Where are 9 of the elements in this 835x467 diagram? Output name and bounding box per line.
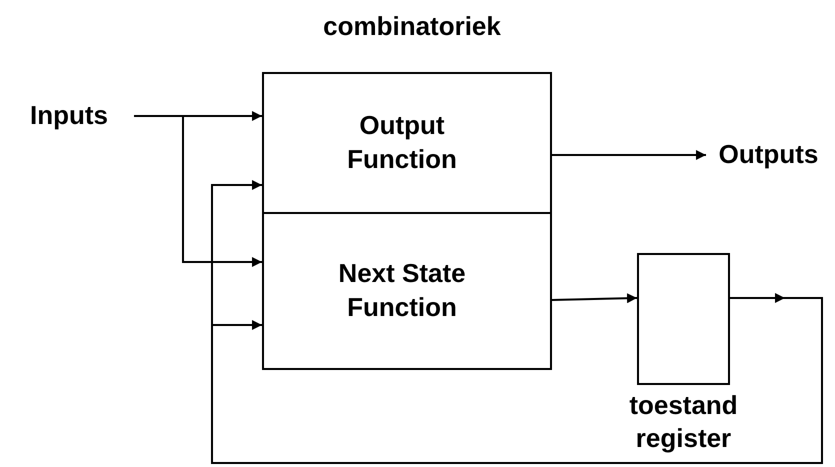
register-caption: toestand register — [628, 389, 739, 454]
block-title: combinatoriek — [322, 10, 502, 43]
input-label: Inputs — [8, 96, 130, 136]
function-box — [262, 72, 552, 214]
box-label: Output Function — [346, 109, 458, 176]
register-box — [637, 253, 730, 385]
function-box — [262, 212, 552, 370]
box-label: Next State Function — [337, 257, 467, 324]
output-label: Outputs — [706, 135, 831, 175]
